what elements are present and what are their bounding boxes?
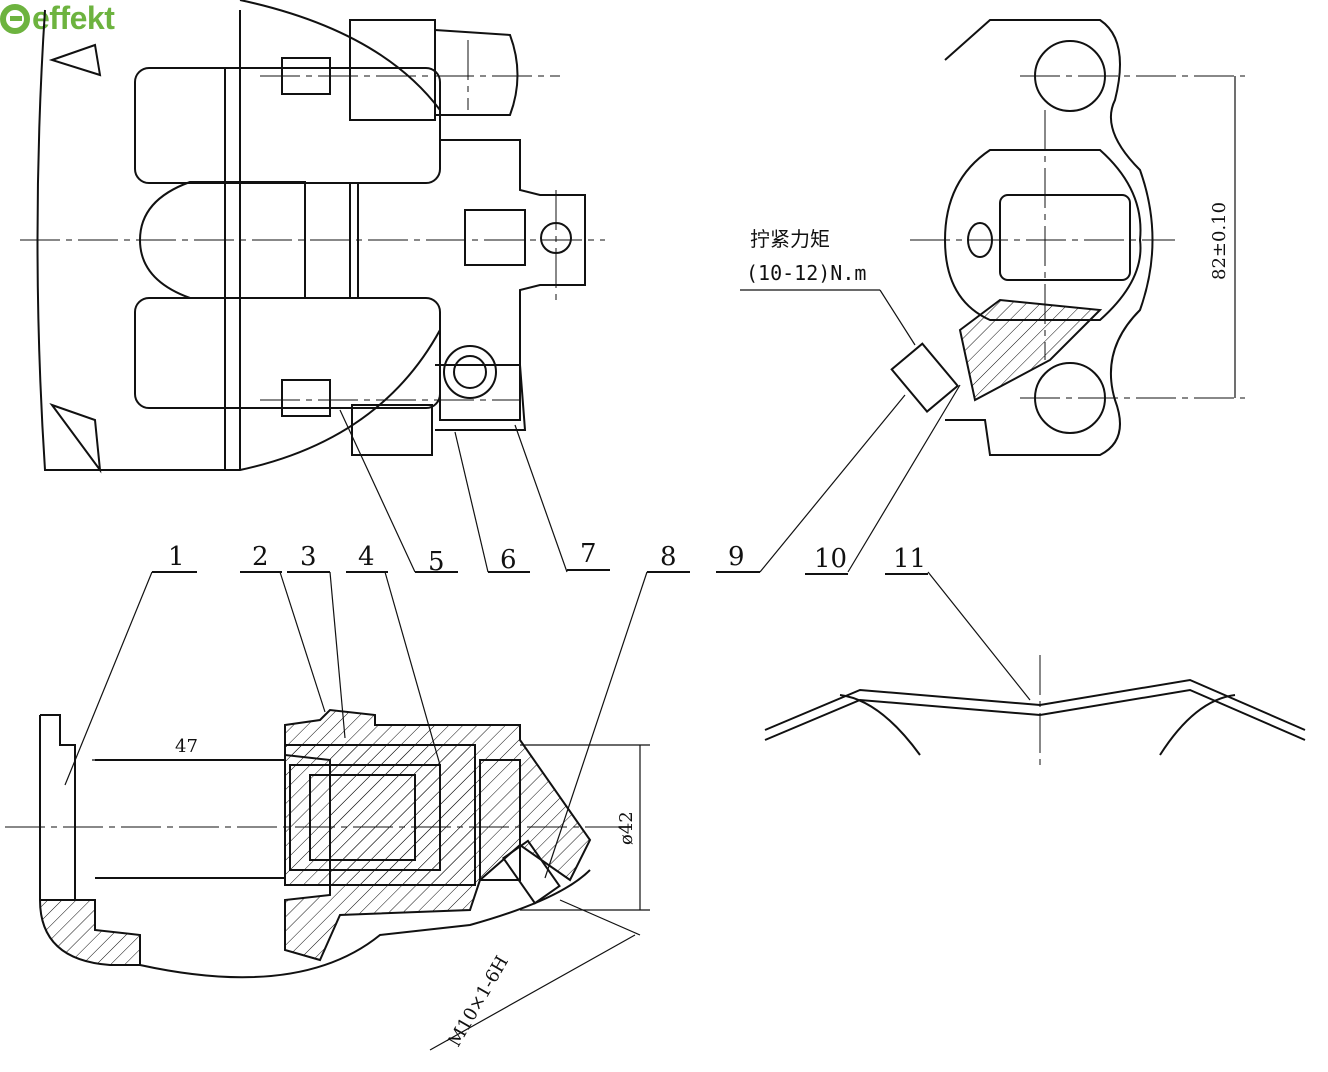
part-label-9: 9 — [728, 542, 745, 572]
part-label-3: 3 — [300, 542, 317, 572]
part-label-1: 1 — [168, 542, 185, 572]
dimension-thread: M10×1-6H — [444, 952, 513, 1050]
torque-note-value: (10-12)N.m — [746, 261, 866, 285]
part-label-2: 2 — [252, 542, 269, 572]
side-view — [740, 19, 1245, 456]
torque-note-title: 拧紧力矩 — [750, 227, 830, 251]
logo-mark-icon — [0, 3, 30, 34]
dimension-mount-spacing: 82±0.10 — [1209, 202, 1230, 280]
part-labels: 1 2 3 4 5 6 7 8 9 10 11 — [152, 539, 928, 577]
top-view — [20, 0, 605, 474]
brand-name: effekt — [32, 0, 115, 36]
part-label-4: 4 — [358, 542, 375, 572]
dimension-length: 47 — [175, 736, 198, 757]
part-label-7: 7 — [580, 539, 597, 569]
dimension-bore-diameter: ø42 — [616, 811, 637, 845]
part-label-11: 11 — [893, 544, 926, 574]
brand-logo: effekt — [0, 0, 115, 37]
spring-clip — [764, 655, 1306, 770]
part-label-5: 5 — [428, 547, 445, 577]
part-label-6: 6 — [500, 545, 517, 575]
section-view — [5, 708, 650, 1051]
part-label-8: 8 — [660, 542, 677, 572]
part-label-10: 10 — [814, 544, 847, 574]
leader-lines — [64, 384, 1031, 879]
